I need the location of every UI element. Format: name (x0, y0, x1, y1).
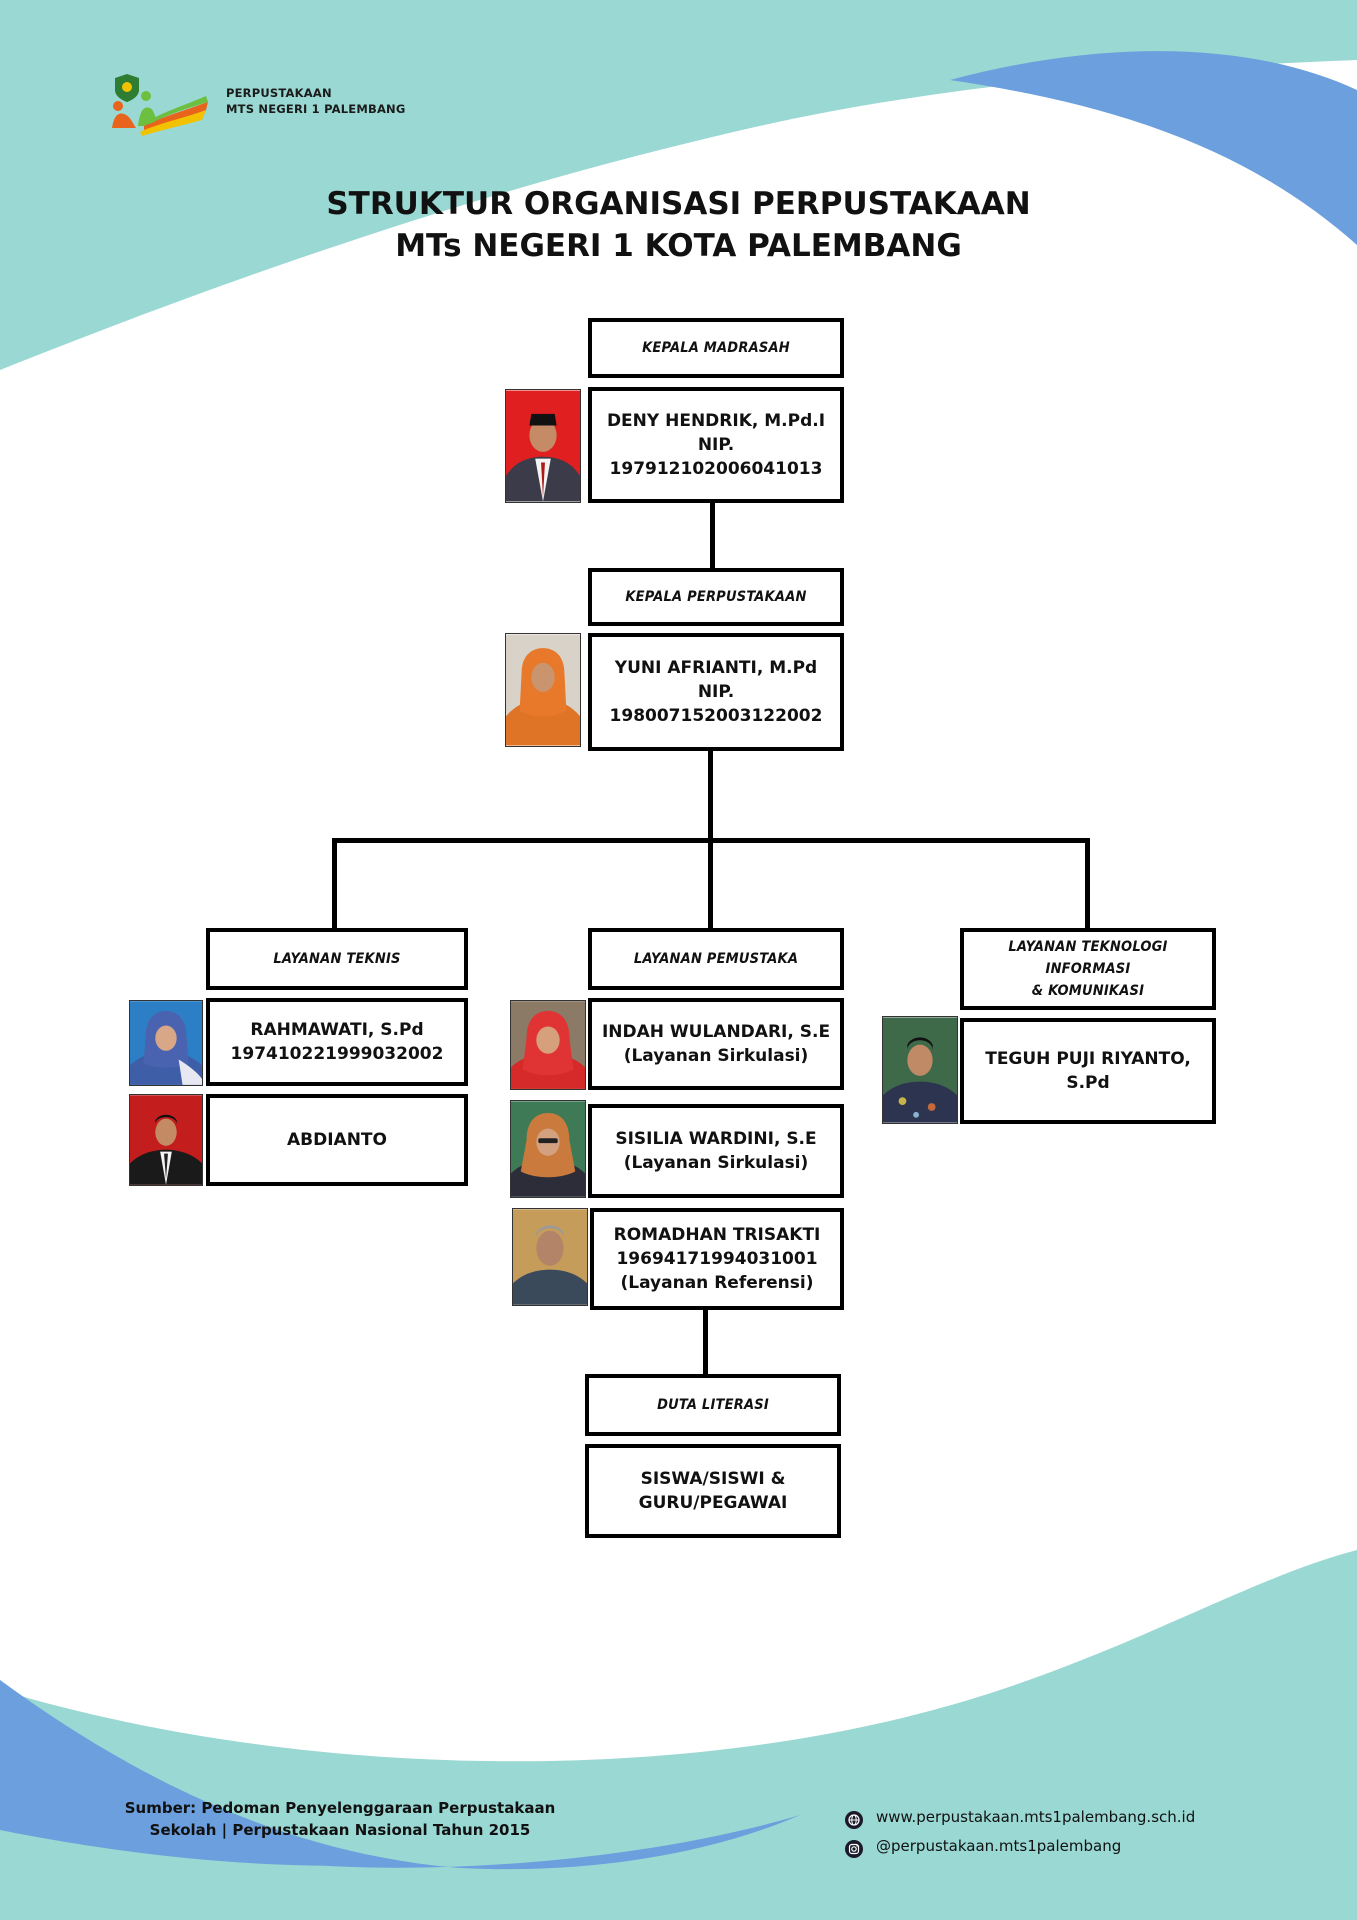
teguh-puji-riyanto-photo (882, 1016, 958, 1124)
layanan-teknis-label-text: LAYANAN TEKNIS (273, 951, 401, 967)
rahmawati-photo (129, 1000, 203, 1086)
connector-branch-tik (1085, 838, 1090, 932)
library-logo-icon (112, 74, 208, 136)
kepala-madrasah-label-text: KEPALA MADRASAH (642, 340, 790, 356)
connector-madrasah-perpustakaan (710, 500, 715, 572)
kepala-madrasah-nip: NIP. 197912102006041013 (609, 435, 823, 479)
abdianto-photo (129, 1094, 203, 1186)
romadhan-trisakti-photo (512, 1208, 588, 1306)
source-citation: Sumber: Pedoman Penyelenggaraan Perpusta… (120, 1797, 560, 1841)
kepala-perpustakaan-name: YUNI AFRIANTI, M.Pd (614, 658, 818, 678)
connector-branch-teknis (332, 838, 337, 932)
romadhan-trisakti-nip: 19694171994031001 (616, 1249, 818, 1269)
indah-wulandari-name: INDAH WULANDARI, S.E (601, 1022, 831, 1042)
rahmawati-name: RAHMAWATI, S.Pd (250, 1020, 424, 1040)
layanan-teknis-label: LAYANAN TEKNIS (206, 928, 468, 990)
indah-wulandari-photo (510, 1000, 586, 1090)
indah-wulandari-box: INDAH WULANDARI, S.E (Layanan Sirkulasi) (588, 998, 844, 1090)
rahmawati-detail: 197410221999032002 (230, 1044, 444, 1064)
logo-text-line2: MTS NEGERI 1 PALEMBANG (226, 102, 406, 116)
sisilia-wardini-photo (510, 1100, 586, 1198)
instagram-icon (845, 1840, 863, 1858)
logo-text-line1: PERPUSTAKAAN (226, 86, 332, 100)
sisilia-wardini-name: SISILIA WARDINI, S.E (615, 1129, 817, 1149)
connector-pemustaka-duta (703, 1308, 708, 1378)
instagram-handle[interactable]: @perpustakaan.mts1palembang (876, 1837, 1122, 1855)
teguh-puji-riyanto-box: TEGUH PUJI RIYANTO, S.Pd (960, 1018, 1216, 1124)
indah-wulandari-detail: (Layanan Sirkulasi) (623, 1046, 809, 1066)
romadhan-trisakti-detail: (Layanan Referensi) (620, 1273, 814, 1293)
layanan-pemustaka-label: LAYANAN PEMUSTAKA (588, 928, 844, 990)
connector-horizontal-branch (332, 838, 1090, 843)
globe-icon (845, 1811, 863, 1829)
kepala-perpustakaan-nip: NIP. 198007152003122002 (609, 682, 823, 726)
kepala-madrasah-box: DENY HENDRIK, M.Pd.I NIP. 19791210200604… (588, 387, 844, 503)
sisilia-wardini-detail: (Layanan Sirkulasi) (623, 1153, 809, 1173)
abdianto-box: ABDIANTO (206, 1094, 468, 1186)
website-link[interactable]: www.perpustakaan.mts1palembang.sch.id (876, 1808, 1196, 1826)
duta-literasi-line2: GURU/PEGAWAI (638, 1493, 788, 1513)
page-title-line2: MTs NEGERI 1 KOTA PALEMBANG (395, 228, 962, 264)
source-line2: Sekolah | Perpustakaan Nasional Tahun 20… (149, 1821, 531, 1839)
page-title-line1: STRUKTUR ORGANISASI PERPUSTAKAAN (326, 186, 1031, 222)
romadhan-trisakti-box: ROMADHAN TRISAKTI 19694171994031001 (Lay… (590, 1208, 844, 1310)
kepala-perpustakaan-photo (505, 633, 581, 747)
rahmawati-box: RAHMAWATI, S.Pd 197410221999032002 (206, 998, 468, 1086)
duta-literasi-label-text: DUTA LITERASI (657, 1397, 769, 1413)
layanan-tik-label-line2: & KOMUNIKASI (1031, 983, 1145, 999)
sisilia-wardini-box: SISILIA WARDINI, S.E (Layanan Sirkulasi) (588, 1104, 844, 1198)
source-line1: Sumber: Pedoman Penyelenggaraan Perpusta… (124, 1799, 556, 1817)
kepala-madrasah-photo (505, 389, 581, 503)
kepala-madrasah-label: KEPALA MADRASAH (588, 318, 844, 378)
duta-literasi-line1: SISWA/SISWI & (640, 1469, 786, 1489)
duta-literasi-label: DUTA LITERASI (585, 1374, 841, 1436)
kepala-perpustakaan-label-text: KEPALA PERPUSTAKAAN (625, 589, 807, 605)
layanan-pemustaka-label-text: LAYANAN PEMUSTAKA (633, 951, 799, 967)
kepala-madrasah-name: DENY HENDRIK, M.Pd.I (606, 411, 826, 431)
layanan-tik-label-line1: LAYANAN TEKNOLOGI INFORMASI (1008, 939, 1168, 977)
romadhan-trisakti-name: ROMADHAN TRISAKTI (613, 1225, 821, 1245)
kepala-perpustakaan-label: KEPALA PERPUSTAKAAN (588, 568, 844, 626)
layanan-tik-label: LAYANAN TEKNOLOGI INFORMASI & KOMUNIKASI (960, 928, 1216, 1010)
duta-literasi-box: SISWA/SISWI & GURU/PEGAWAI (585, 1444, 841, 1538)
abdianto-name: ABDIANTO (287, 1130, 387, 1150)
teguh-puji-riyanto-name: TEGUH PUJI RIYANTO, S.Pd (985, 1049, 1191, 1093)
kepala-perpustakaan-box: YUNI AFRIANTI, M.Pd NIP. 198007152003122… (588, 633, 844, 751)
